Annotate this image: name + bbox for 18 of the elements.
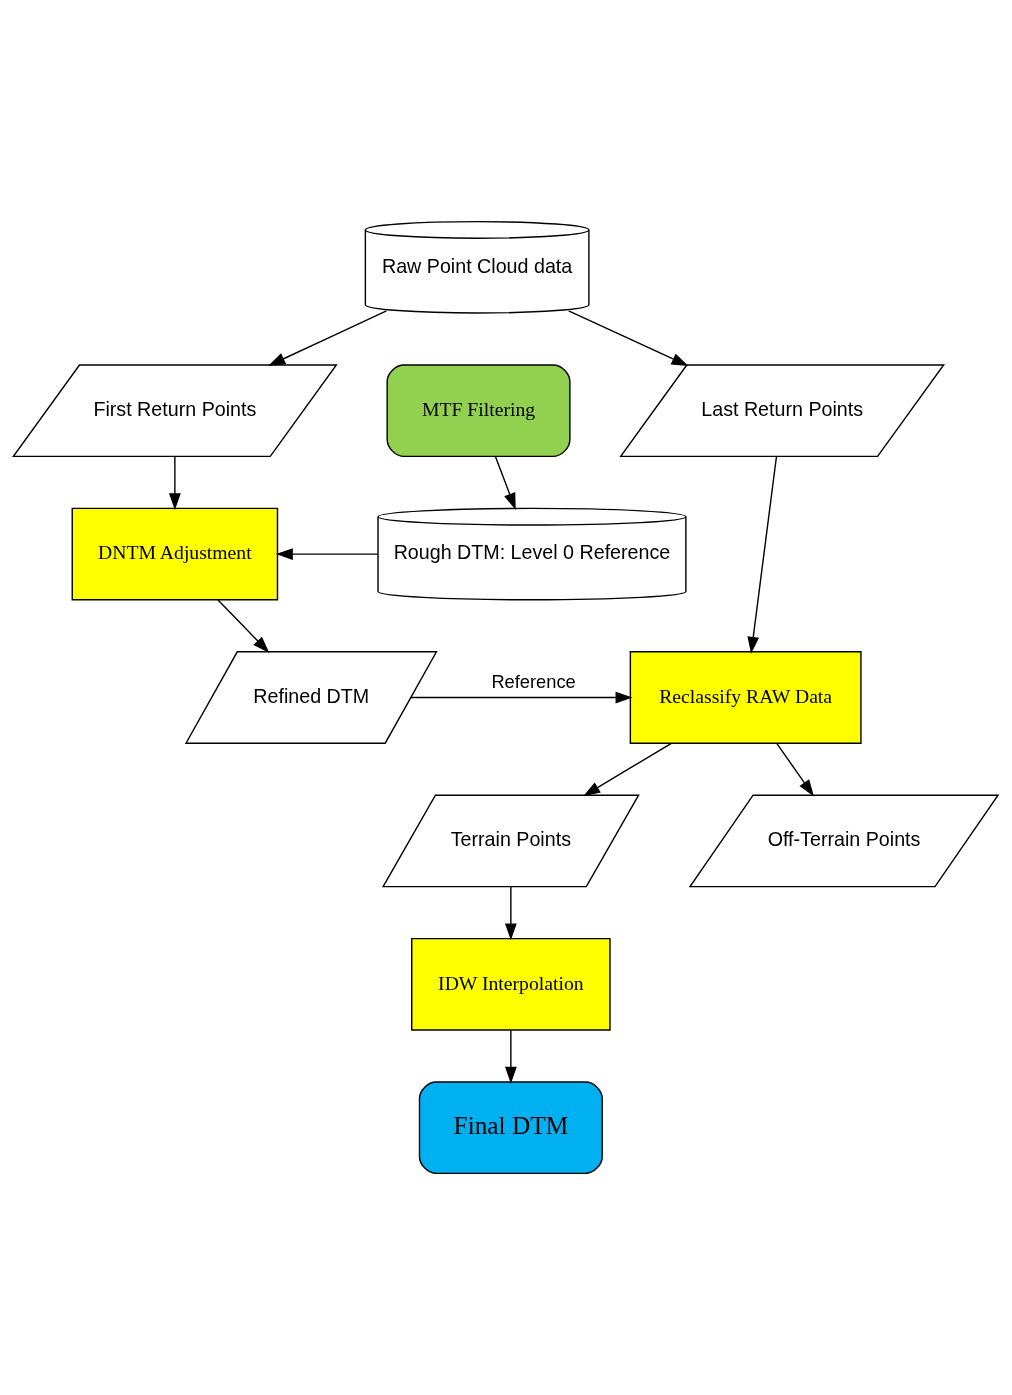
node-box: Final DTM xyxy=(418,1081,603,1175)
node-box: MTF Filtering xyxy=(386,364,571,458)
arrow xyxy=(504,886,517,941)
arrow xyxy=(567,310,689,367)
arrow xyxy=(583,742,673,797)
arrow xyxy=(410,691,633,704)
node-box: Reclassify RAW Data xyxy=(629,651,862,744)
arrow xyxy=(168,455,181,511)
arrow xyxy=(217,599,270,653)
arrow xyxy=(494,455,516,510)
edge-label: Reference xyxy=(491,671,576,693)
node-box: DNTM Adjustment xyxy=(71,507,279,601)
arrow xyxy=(504,1029,517,1084)
arrow xyxy=(268,310,388,366)
arrow xyxy=(275,548,379,560)
arrow xyxy=(776,742,814,797)
arrow xyxy=(747,455,778,654)
node-box: IDW Interpolation xyxy=(411,937,611,1031)
